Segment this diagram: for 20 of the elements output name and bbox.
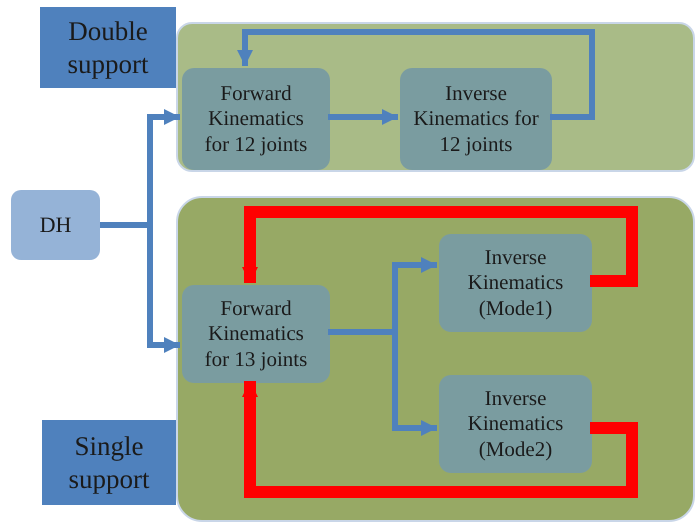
section-label bbox=[40, 7, 176, 88]
node-label: Inverse Kinematics (Mode1) bbox=[466, 245, 564, 321]
panel bbox=[176, 22, 695, 172]
node-label: DH bbox=[38, 212, 72, 238]
process-box bbox=[400, 68, 552, 170]
node-label: Forward Kinematics for 13 joints bbox=[204, 296, 308, 372]
arrow bbox=[237, 29, 595, 120]
input-box bbox=[11, 190, 100, 260]
node-label: Double support bbox=[66, 15, 150, 80]
process-box bbox=[439, 234, 592, 332]
node-label: Inverse Kinematics for 12 joints bbox=[412, 81, 540, 157]
node-label: Inverse Kinematics (Mode2) bbox=[466, 386, 564, 462]
process-box bbox=[439, 375, 592, 473]
process-box bbox=[182, 285, 330, 383]
process-box bbox=[182, 68, 330, 170]
section-label bbox=[42, 420, 176, 505]
panel bbox=[176, 196, 695, 522]
arrow bbox=[328, 109, 398, 125]
node-label: Single support bbox=[68, 430, 150, 495]
node-label: Forward Kinematics for 12 joints bbox=[204, 81, 308, 157]
